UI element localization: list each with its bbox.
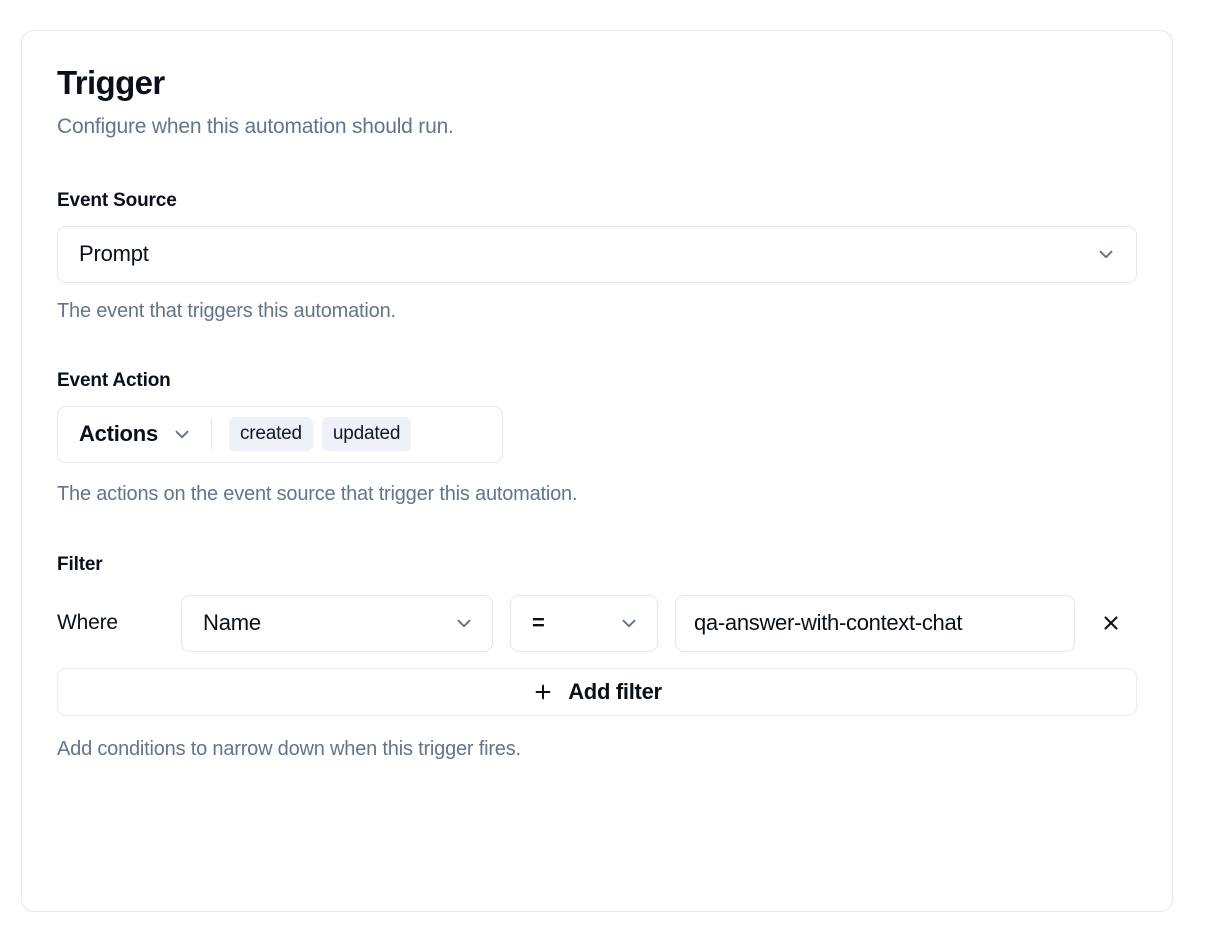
event-action-chips: created updated: [228, 417, 412, 452]
event-source-section: Event Source Prompt The event that trigg…: [57, 190, 1137, 323]
plus-icon: [535, 684, 551, 699]
page-title: Trigger: [57, 64, 165, 101]
add-filter-label: Add filter: [568, 678, 662, 704]
chip-created[interactable]: created: [228, 417, 313, 452]
event-action-dropdown[interactable]: Actions: [79, 421, 193, 447]
filter-value-input[interactable]: qa-answer-with-context-chat: [675, 594, 1075, 652]
chevron-down-icon: [1099, 250, 1113, 259]
remove-filter-button[interactable]: [1089, 601, 1133, 645]
event-action-combo: Actions created updated: [57, 405, 503, 463]
filter-field-value: Name: [203, 610, 261, 636]
filter-section: Filter Where Name = qa-answer-with-conte…: [57, 554, 1137, 761]
event-source-help: The event that triggers this automation.: [57, 299, 396, 322]
chevron-down-icon: [622, 619, 636, 628]
page-subtitle: Configure when this automation should ru…: [57, 115, 454, 139]
filter-help: Add conditions to narrow down when this …: [57, 737, 521, 760]
event-action-label: Event Action: [57, 369, 171, 391]
filter-operator-value: =: [532, 610, 545, 636]
chevron-down-icon: [175, 430, 189, 439]
event-source-value: Prompt: [79, 241, 149, 267]
close-icon: [1104, 616, 1118, 630]
where-label: Where: [57, 611, 118, 635]
event-action-help: The actions on the event source that tri…: [57, 482, 578, 505]
filter-row: Where Name = qa-answer-with-context-chat: [57, 594, 1137, 652]
trigger-card: Trigger Configure when this automation s…: [21, 30, 1173, 912]
filter-operator-select[interactable]: =: [510, 594, 658, 652]
filter-label: Filter: [57, 553, 103, 575]
event-action-section: Event Action Actions created updated The…: [57, 370, 1137, 506]
event-source-select[interactable]: Prompt: [57, 225, 1137, 283]
chip-updated[interactable]: updated: [321, 417, 412, 452]
event-source-label: Event Source: [57, 189, 177, 211]
event-action-dropdown-label: Actions: [79, 421, 158, 447]
filter-field-select[interactable]: Name: [181, 594, 493, 652]
divider: [210, 419, 212, 450]
add-filter-button[interactable]: Add filter: [57, 667, 1137, 716]
chevron-down-icon: [457, 619, 471, 628]
